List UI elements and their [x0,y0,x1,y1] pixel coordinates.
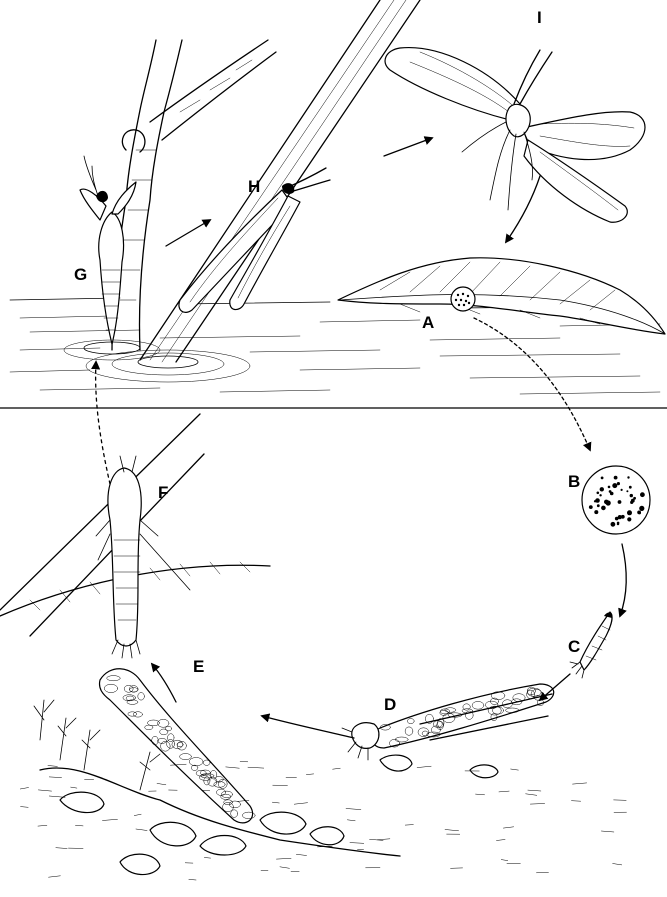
floating-leaf [338,258,665,334]
label-g: G [74,265,87,284]
label-e: E [193,657,204,676]
label-h: H [248,177,260,196]
label-a: A [422,313,434,332]
label-b: B [568,472,580,491]
egg-mass-a [451,287,475,311]
label-f: F [158,483,168,502]
pupal-case-e [99,669,255,823]
label-c: C [568,637,580,656]
streambed-rocks [20,755,626,880]
label-d: D [384,695,396,714]
cased-larva-d [342,684,554,760]
pupa-f [96,456,190,658]
flying-adult-caddisfly [385,48,645,223]
label-i: I [537,8,542,27]
single-egg-b [582,466,650,534]
